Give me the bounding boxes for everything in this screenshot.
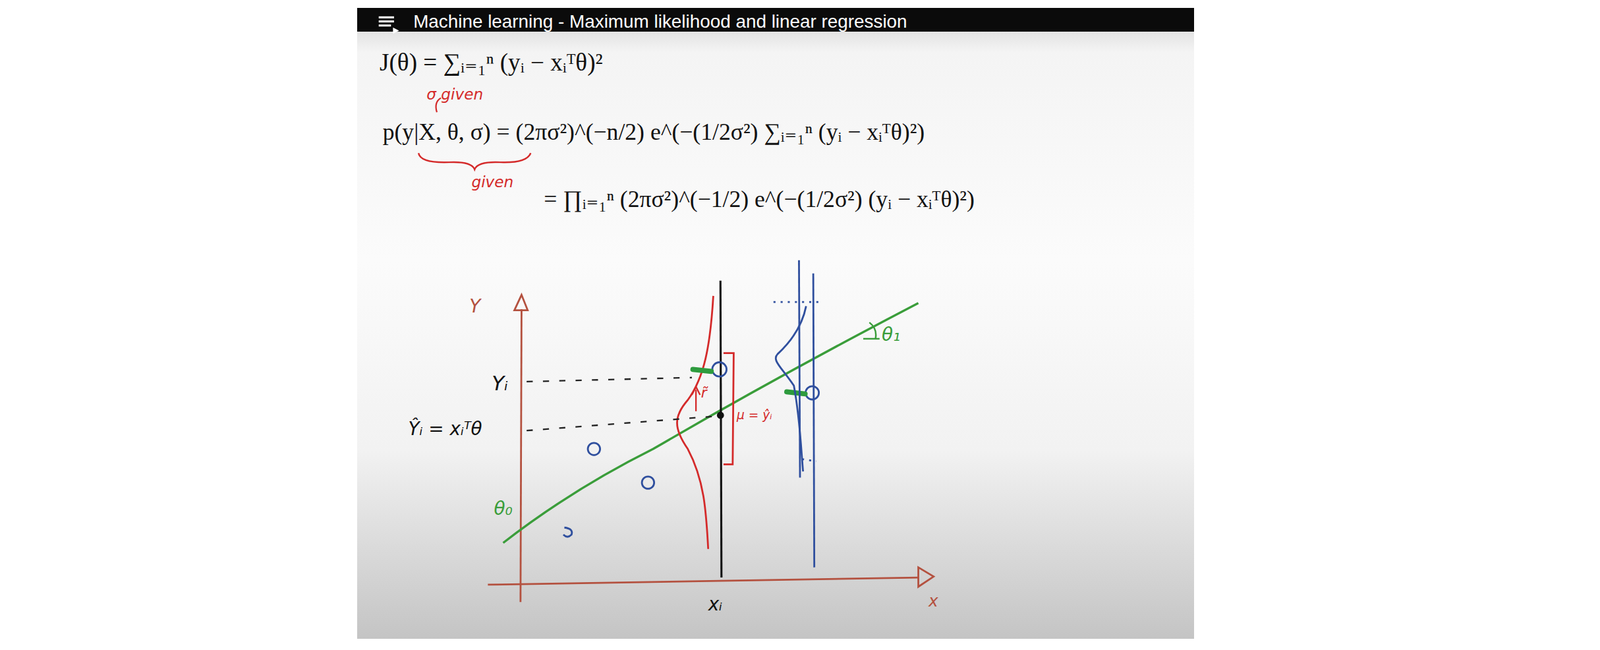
axis-label: Y bbox=[469, 295, 481, 317]
bracket bbox=[723, 353, 734, 465]
annotation: given bbox=[471, 173, 514, 192]
parameter-label: θ₀ bbox=[493, 498, 513, 520]
gaussian-curve bbox=[676, 295, 714, 549]
regression-line bbox=[503, 303, 919, 543]
residual-label: r̃ bbox=[701, 384, 708, 402]
annotation: σ given bbox=[426, 85, 484, 104]
product-equation: = ∏ᵢ₌₁ⁿ (2πσ²)^(−1/2) e^(−(1/2σ²) (yᵢ − … bbox=[543, 185, 975, 213]
video-title: Machine learning - Maximum likelihood an… bbox=[413, 11, 907, 33]
brace bbox=[418, 152, 531, 170]
mean-label: μ = ŷᵢ bbox=[736, 407, 773, 422]
data-points bbox=[563, 361, 820, 537]
axis-label: x bbox=[928, 591, 939, 611]
parameter-label: θ₁ bbox=[881, 324, 901, 346]
menu-icon bbox=[378, 17, 395, 26]
second-gaussian bbox=[773, 260, 819, 568]
likelihood-equation: p(y|X, θ, σ) = (2πσ²)^(−n/2) e^(−(1/2σ²)… bbox=[382, 118, 926, 146]
value-label: xᵢ bbox=[708, 593, 723, 615]
x-i-line bbox=[720, 280, 722, 578]
cost-equation: J(θ) = ∑ᵢ₌₁ⁿ (yᵢ − xᵢᵀθ)² bbox=[379, 48, 603, 78]
value-label: Ŷᵢ = xᵢᵀθ bbox=[407, 418, 482, 440]
axes bbox=[487, 294, 934, 602]
value-label: Yᵢ bbox=[491, 371, 508, 396]
